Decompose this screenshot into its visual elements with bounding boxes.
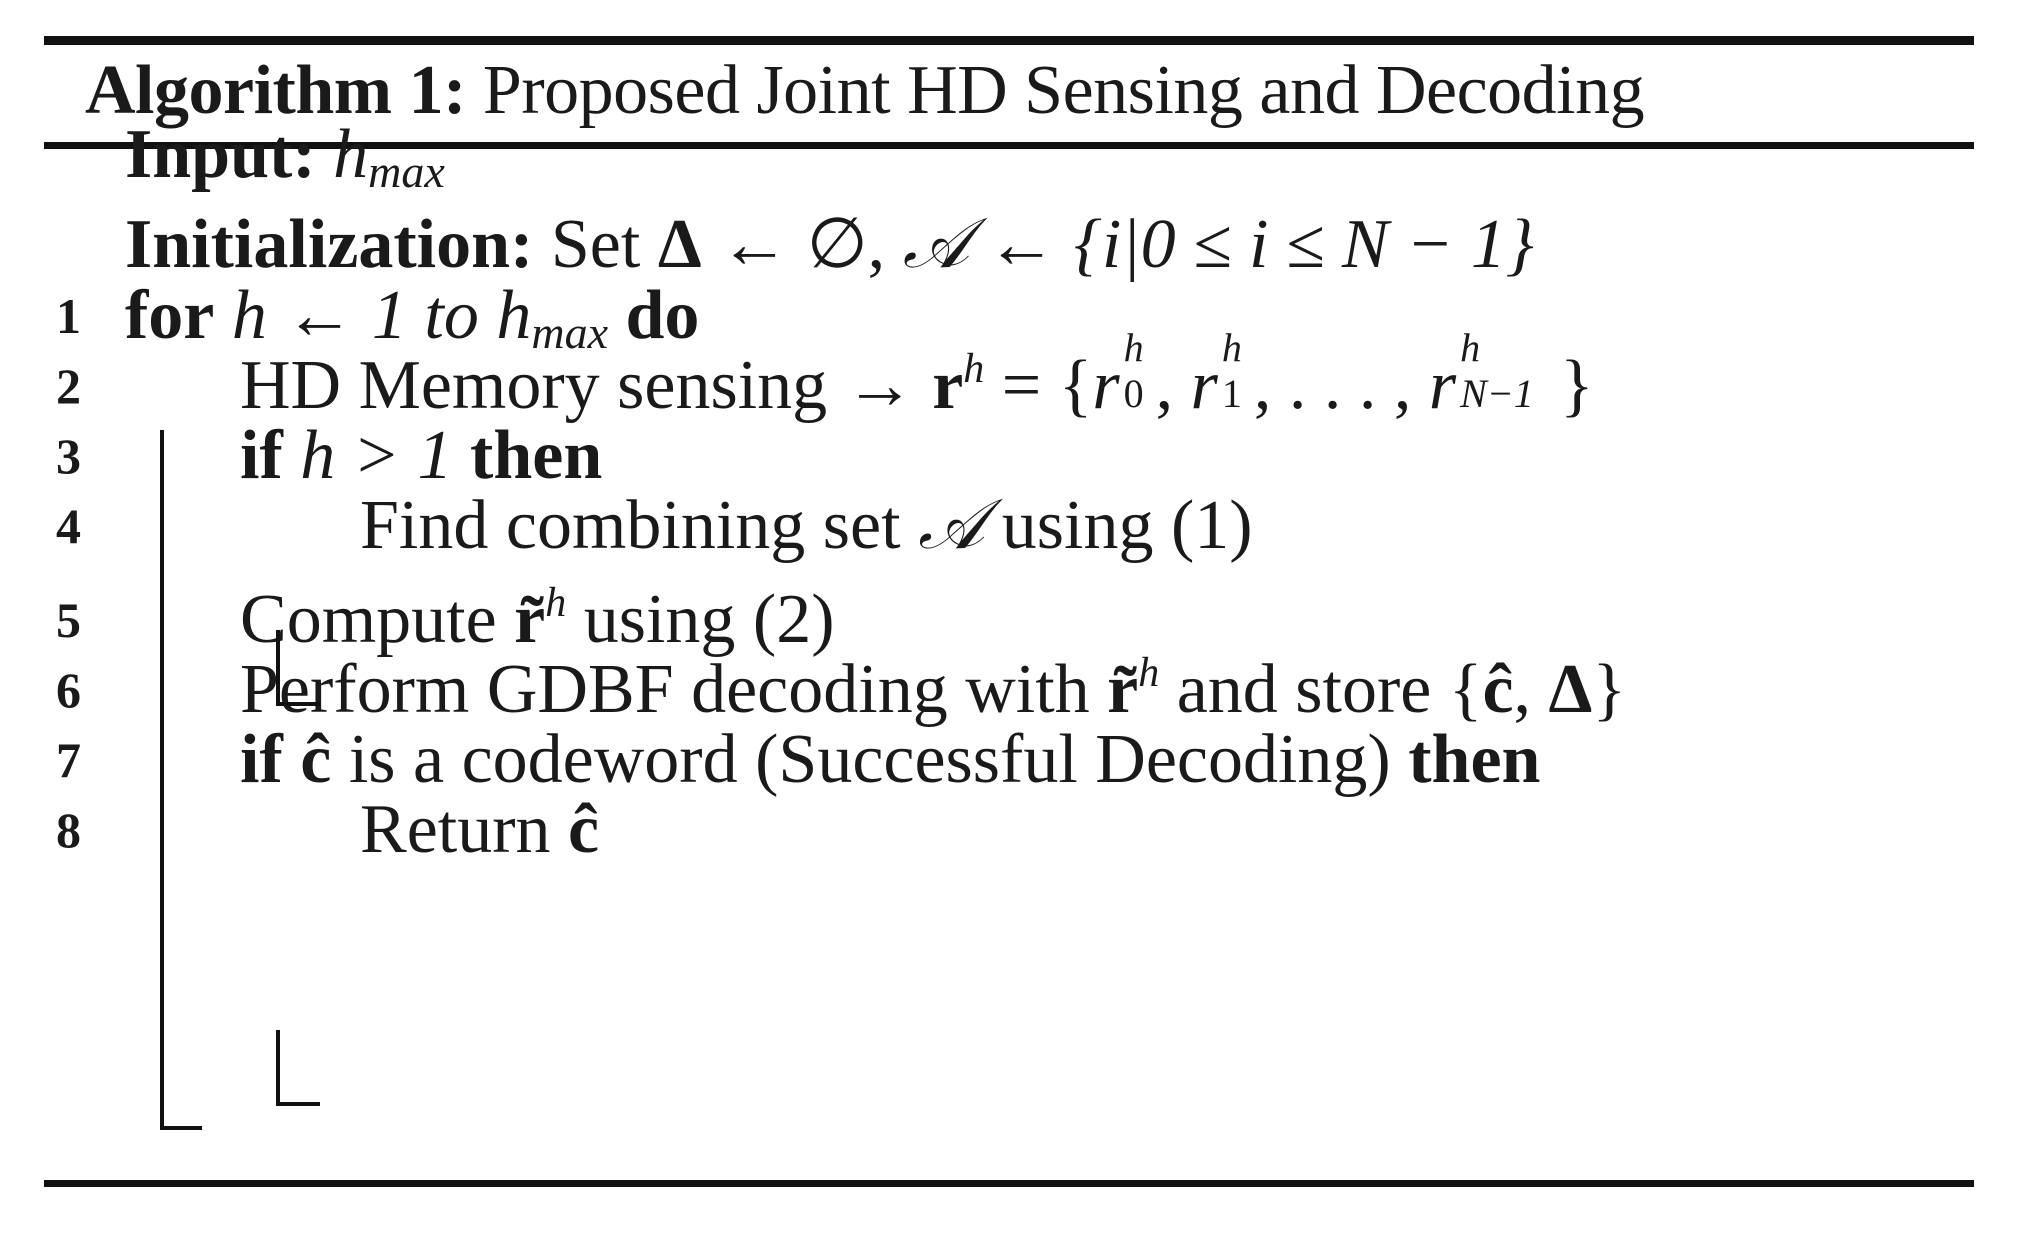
for-keyword: for [125,277,215,354]
c-hat: ĉ [1482,651,1514,728]
algorithm-label: Algorithm 1: [85,52,466,129]
line-number: 2 [56,358,81,414]
eq-open: = { [984,347,1093,424]
line-number: 5 [56,592,81,648]
c-hat: ĉ [568,791,600,868]
line-number: 4 [56,498,81,554]
line-7: if ĉ is a codeword (Successful Decoding)… [240,720,1541,800]
r-tilde-sup: h [1138,650,1160,696]
if-condition: h > 1 [282,417,471,494]
r-tilde-sup: h [545,580,567,626]
init-set: ← {i|0 ≤ i ≤ N − 1} [968,206,1534,283]
eq-close: } [1560,347,1594,424]
line-3: if h > 1 then [240,416,602,496]
r-tilde: r̃ [1107,651,1139,728]
init-mid: ← ∅, [701,206,903,283]
if-keyword: if [240,417,283,494]
c-hat: ĉ [282,721,332,798]
perform-text: Perform GDBF decoding with [240,651,1108,728]
if-block-line [276,630,280,706]
init-line: Initialization: Set Δ ← ∅, 𝒜 ← {i|0 ≤ i … [125,205,1534,285]
algorithm-title: Algorithm 1: Proposed Joint HD Sensing a… [85,48,1645,134]
input-sub: max [368,146,445,197]
for-block-foot [160,1126,202,1130]
ellipsis: , . . . , [1253,347,1429,424]
line-number: 8 [56,802,81,858]
find-eq: using (1) [984,487,1253,564]
codeword-text: is a codeword (Successful Decoding) [331,721,1409,798]
init-text: Set [550,206,641,283]
line-5: Compute r̃h using (2) [240,580,835,660]
line-number: 7 [56,732,81,788]
store-comma: , [1513,651,1549,728]
if-keyword: if [240,721,283,798]
r1: r [1190,347,1218,424]
r0-sup: h [1123,325,1144,370]
return-text: Return [360,791,569,868]
combining-set: 𝒜 [918,487,985,564]
line-4: Find combining set 𝒜 using (1) [360,486,1253,566]
loop-range: 1 to h [371,277,532,354]
delta: Δ [1548,651,1593,728]
comma-1: , [1155,347,1191,424]
for-block-line [160,430,164,1130]
r1-sup: h [1221,325,1242,370]
line-8: Return ĉ [360,790,599,870]
input-var: h [333,116,369,193]
init-delta: Δ [657,206,702,283]
then-keyword: then [470,417,603,494]
store-close: } [1592,651,1627,728]
init-label: Initialization: [125,206,534,283]
top-rule [44,36,1974,45]
algorithm-name: Proposed Joint HD Sensing and Decoding [482,52,1645,129]
line-number: 1 [56,288,81,344]
then-keyword: then [1408,721,1541,798]
rN-sub: N−1 [1460,371,1534,416]
if2-block-foot [276,1102,320,1106]
header-rule [44,142,1974,149]
r-tilde: r̃ [514,581,546,658]
rN: r [1428,347,1457,424]
line-6: Perform GDBF decoding with r̃h and store… [240,650,1626,730]
loop-var: h [231,277,267,354]
if2-block-line [276,1030,280,1106]
r1-sub: 1 [1221,371,1242,416]
init-set-A: 𝒜 [902,206,969,283]
input-line: Input: hmax [125,115,445,195]
r-sup: h [963,346,985,392]
bottom-rule [44,1180,1974,1187]
r0: r [1092,347,1120,424]
loop-sub: max [531,307,608,358]
line-number: 3 [56,428,81,484]
sensing-text: HD Memory sensing → [240,347,933,424]
line-number: 6 [56,662,81,718]
compute-text: Compute [240,581,515,658]
r-vector: r [932,347,964,424]
r0-sub: 0 [1123,371,1144,416]
input-label: Input: [125,116,316,193]
store-text: and store { [1159,651,1483,728]
line-1: for h ← 1 to hmax do [125,276,699,356]
do-keyword: do [625,277,700,354]
rN-sup: h [1460,325,1481,370]
loop-arrow: ← [266,277,372,354]
compute-eq: using (2) [566,581,835,658]
find-text: Find combining set [360,487,919,564]
if-block-foot [276,702,320,706]
